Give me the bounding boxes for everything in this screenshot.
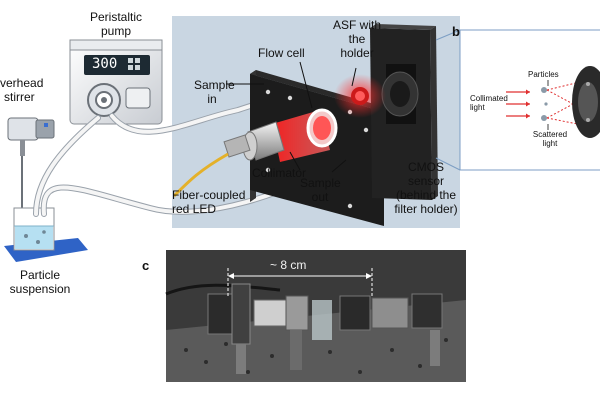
cmos-holder-icon bbox=[370, 24, 438, 200]
cmos-sensor-label: CMOS sensor (behind the filter holder) bbox=[394, 160, 458, 216]
panel-label-c: c bbox=[142, 258, 150, 273]
photo-panel-c bbox=[165, 250, 466, 382]
peristaltic-pump-icon bbox=[69, 39, 163, 125]
collimator-label: Collimator bbox=[252, 166, 307, 180]
fiber-led-label: Fiber-coupled red LED bbox=[172, 188, 246, 216]
asf-holder-label: ASF with the holder bbox=[332, 18, 381, 60]
particle-suspension-label: Particle suspension bbox=[9, 268, 71, 296]
photo-distance-label: ~ 8 cm bbox=[270, 258, 307, 272]
stirrer-label: verhead stirrer bbox=[0, 76, 44, 104]
pump-label: Peristaltic pump bbox=[89, 10, 142, 38]
flow-cell-label: Flow cell bbox=[258, 46, 305, 60]
led-cable bbox=[172, 152, 229, 198]
pump-display-readout: 300 bbox=[92, 56, 118, 72]
inset-collimated-light-label: Collimated light bbox=[470, 94, 508, 112]
collimator-icon bbox=[223, 121, 285, 161]
sample-out-label: Sample out bbox=[300, 176, 341, 204]
inset-particles-label: Particles bbox=[528, 70, 559, 79]
sample-in-label: Sample in bbox=[194, 78, 235, 106]
panel-label-b: b bbox=[452, 24, 460, 39]
inset-scattered-light-label: Scattered light bbox=[532, 130, 568, 148]
beaker-icon bbox=[4, 207, 88, 262]
inset-b-diagram bbox=[506, 66, 600, 138]
